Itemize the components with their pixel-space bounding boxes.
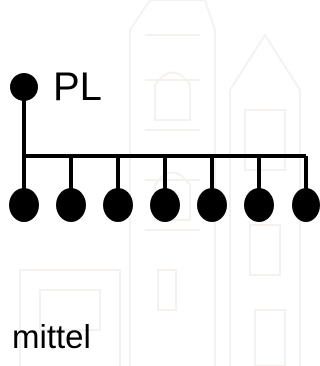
leaf-node-5: [197, 156, 227, 222]
diagram-caption: mittel: [12, 318, 91, 355]
leaf-node-6: [244, 156, 274, 222]
leaf-node-7: [292, 156, 320, 222]
leaf-node-3: [103, 156, 133, 222]
leaf-node-4: [150, 156, 180, 222]
leaf-node-2: [56, 156, 86, 222]
root-node-label: PL: [53, 65, 102, 109]
leaf-node-1: [9, 156, 39, 222]
